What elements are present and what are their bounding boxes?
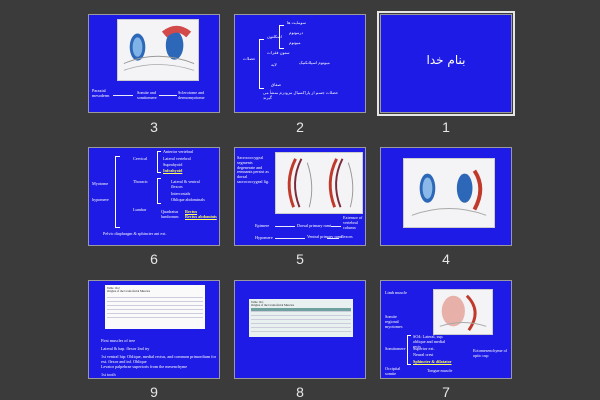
slide-text: SO4: Lateral, sup. oblique and medial re… xyxy=(413,334,446,349)
embryo-section-image xyxy=(275,152,363,214)
bracket xyxy=(279,25,284,49)
slide-text: Myotome xyxy=(92,181,109,186)
slide-text: 1st ventral hip: Oblique, medial rectus,… xyxy=(101,354,217,364)
slide-text: Somitomere xyxy=(385,346,406,351)
slide-text: Epimere xyxy=(255,223,270,228)
slide-text: flexors xyxy=(341,234,353,239)
slide-text: سومایت ها xyxy=(287,20,306,25)
slide-text: Tongue muscle xyxy=(427,368,453,373)
slide-text: Oblique abdominals xyxy=(171,197,205,202)
slide-number: 8 xyxy=(296,384,304,400)
slide-thumbnail-1[interactable]: بنام خدا xyxy=(377,11,515,116)
slide-thumbnail-3[interactable]: Paraxial mesoderm Somite and somitomere … xyxy=(88,14,220,113)
slide-thumbnail-9[interactable]: Table 10.2 Origins of the Craniofacial M… xyxy=(88,280,220,379)
slide-text: Lumbar xyxy=(133,207,147,212)
slide-text: Levator palpebrae superioris from the me… xyxy=(101,364,188,369)
slide-text: Neural crest xyxy=(413,352,434,357)
slide-text: Hypomere xyxy=(255,235,273,240)
bracket xyxy=(157,178,161,204)
slide-thumbnail-8[interactable]: Table 10.1 Origins of the Craniofacial M… xyxy=(234,280,366,379)
slide-text: Occipital somite xyxy=(385,366,401,376)
embryo-section-image xyxy=(403,158,495,228)
slide-number: 3 xyxy=(150,119,158,135)
slide-text: Ventral primary rami xyxy=(307,234,343,239)
slide-thumbnail-4[interactable] xyxy=(380,147,512,246)
slide-text: Quadratus lumborum xyxy=(161,209,179,219)
slide-text: Lateral & ventral flexors xyxy=(171,179,200,189)
slide-number: 2 xyxy=(296,119,304,135)
slide-text: Sacrococcygeal segments degenerate and r… xyxy=(237,155,270,185)
slide-text: ستون فقرات xyxy=(267,50,290,55)
bracket xyxy=(259,39,264,89)
connector-line xyxy=(327,238,339,239)
bracket xyxy=(115,156,120,228)
slide-text: Rectus xyxy=(185,209,198,214)
slide-text: Rectus abdominis xyxy=(185,214,217,219)
slide-text: Ectomesenchyme of optic cup xyxy=(473,348,508,358)
slide-text: Lateral & hap. flexor 2nd try xyxy=(101,346,150,351)
slide-text: Anterior vertebral xyxy=(163,149,194,154)
slide-text: Dorsal primary rami xyxy=(297,223,332,228)
slide-text: Lateral vertebral xyxy=(163,156,191,161)
connector-line xyxy=(113,95,133,96)
slide-text: Sclerotome and dermomyotome xyxy=(178,90,205,100)
connector-line xyxy=(331,226,341,227)
table-title: Origins of the Craniofacial Muscles xyxy=(107,289,150,294)
slide-number: 7 xyxy=(442,384,450,400)
slide-number: 1 xyxy=(442,119,450,135)
slide-text: Infrahyoid xyxy=(163,168,183,173)
connector-line xyxy=(275,226,295,227)
table-caption: Table 10.2 xyxy=(107,286,120,290)
slide-text: عضلات xyxy=(243,56,256,61)
slide-thumbnail-5[interactable]: Sacrococcygeal segments degenerate and r… xyxy=(234,147,366,246)
slide-number: 9 xyxy=(150,384,158,400)
slide-text: 1st tooth xyxy=(101,372,116,377)
slide-text: اسکلتون xyxy=(267,34,282,39)
table-caption: Table 10.1 xyxy=(251,300,264,304)
slide-thumbnail-2[interactable]: سومایت ها اسکلتون درموتوم میوتوم عضلات س… xyxy=(234,14,366,113)
slide-title: بنام خدا xyxy=(426,53,466,67)
slide-text: Somite regional myotomes xyxy=(385,314,403,329)
slide-text: عضلات جسم از پاراکسیال مزودرم منشأ می گی… xyxy=(263,90,339,100)
slide-text: Pelvic diaphragm & sphincter ani ext. xyxy=(103,231,167,236)
slide-text: Paraxial mesoderm xyxy=(92,88,110,98)
slide-text: Thoracic xyxy=(133,179,148,184)
slide-text: Limb muscle xyxy=(385,290,407,295)
slide-text: صفاق xyxy=(271,82,282,87)
slide-thumbnail-6[interactable]: Anterior vertebral Cervical Lateral vert… xyxy=(88,147,220,246)
bracket xyxy=(157,151,161,173)
slide-text: Cervical xyxy=(133,156,148,161)
slide-thumbnail-7[interactable]: Limb muscle Somite regional myotomes Som… xyxy=(380,280,512,379)
slide-text: Extensor of vertebral column xyxy=(343,215,363,230)
slide-text: Sphincter & dilatator xyxy=(413,359,452,364)
connector-line xyxy=(159,95,177,96)
table-image: Table 10.2 Origins of the Craniofacial M… xyxy=(105,285,205,329)
connector-line xyxy=(275,238,305,239)
slide-text: Suprahyoid xyxy=(163,162,183,167)
slide-number: 4 xyxy=(442,251,450,267)
slide-text: میوتوم xyxy=(289,40,301,45)
slide-text: Somite and somitomere xyxy=(137,90,157,100)
bracket xyxy=(407,335,411,365)
slide-text: First muscles of tree xyxy=(101,338,136,343)
embryo-section-image xyxy=(433,289,493,335)
slide-text: hypomere xyxy=(92,197,109,202)
embryo-section-image xyxy=(117,19,199,81)
slide-text: درموتوم xyxy=(289,30,304,35)
table-title: Origins of the Craniofacial Muscles xyxy=(251,303,294,308)
slide-number: 6 xyxy=(150,251,158,267)
slide-text: میوتوم اسپلانکنیک xyxy=(299,60,330,65)
slide-number: 5 xyxy=(296,251,304,267)
slide-text: لایه xyxy=(271,62,277,67)
table-image: Table 10.1 Origins of the Craniofacial M… xyxy=(249,299,353,337)
slide-text: Superior ext. xyxy=(413,346,435,351)
slide-text: Intercostals xyxy=(171,191,191,196)
